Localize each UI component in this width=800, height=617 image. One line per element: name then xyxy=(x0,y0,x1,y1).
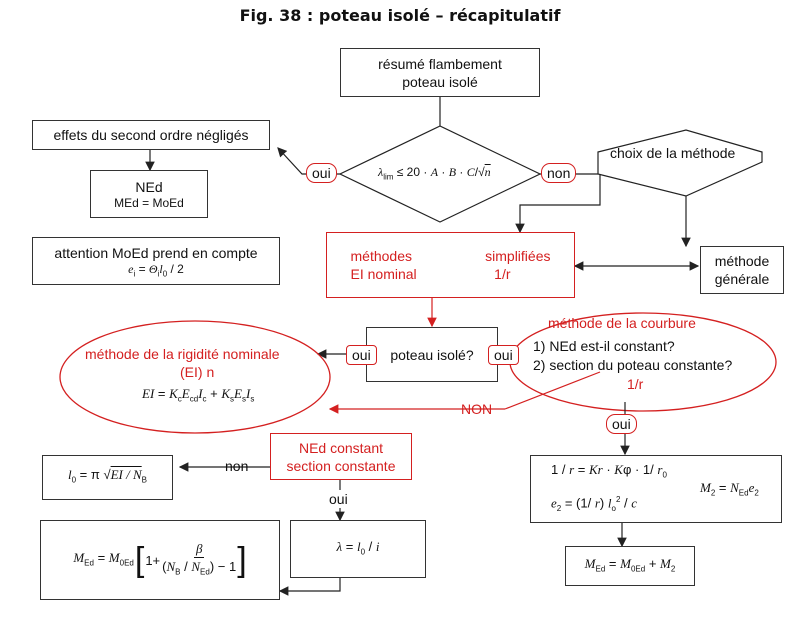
effets-text: effets du second ordre négligés xyxy=(53,127,249,143)
rigidite-formula: EI = KcEcdIc + KsEsIs xyxy=(142,386,255,404)
courbure-q2: 2) section du poteau constante? xyxy=(533,357,733,373)
ned-constant-box: NEd constant section constante xyxy=(270,433,412,480)
simplifiees-l1b: simplifiées xyxy=(485,248,551,264)
rigidite-title: méthode de la rigidité nominale xyxy=(85,346,280,362)
l0-formula: l0 = π √EI / NB xyxy=(67,467,147,485)
rigidite-ellipse xyxy=(59,320,331,434)
non2-label: non xyxy=(225,458,249,474)
resume-line2: poteau isolé xyxy=(402,73,478,90)
condition-formula: λlim ≤ 20 · A · B · C/√n xyxy=(378,165,491,182)
choix-label: choix de la méthode xyxy=(610,145,736,161)
courbure-formula2: e2 = (1/ r) lo2 / c xyxy=(551,495,638,514)
attention-formula: ei = Θil0 / 2 xyxy=(128,261,184,279)
resume-line1: résumé flambement xyxy=(378,55,502,72)
rigidite-sub: (EI) n xyxy=(180,364,215,380)
courbure-formulas-box: 1 / r = Kr · Kφ · 1/ r0 e2 = (1/ r) lo2 … xyxy=(530,455,782,523)
attention-box: attention MoEd prend en compte ei = Θil0… xyxy=(32,237,280,285)
ned-line1: NEd xyxy=(135,179,163,195)
choix-hexagon xyxy=(597,129,763,197)
med2-box: MEd = M0Ed + M2 xyxy=(565,546,695,586)
m2-formula: M2 = NEde2 xyxy=(700,480,759,498)
med1-formula: MEd = M0Ed [ 1+ β (NB / NEd) − 1 ] xyxy=(73,540,247,579)
oui-pill: oui xyxy=(306,163,337,183)
l0-box: l0 = π √EI / NB xyxy=(42,455,173,500)
courbure-title: méthode de la courbure xyxy=(548,315,696,331)
ned-line2: MEd = MoEd xyxy=(114,196,184,210)
courbure-q1: 1) NEd est-il constant? xyxy=(533,338,675,354)
ned-box: NEd MEd = MoEd xyxy=(90,170,208,218)
simplifiees-l2b: 1/r xyxy=(494,266,511,282)
resume-box: résumé flambement poteau isolé xyxy=(340,48,540,97)
lambda-box: λ = l0 / i xyxy=(290,520,426,578)
non-pill: non xyxy=(541,163,577,183)
poteau-isole-text: poteau isolé? xyxy=(390,346,474,363)
courbure-r: 1/r xyxy=(627,376,644,392)
ned-constant-line2: section constante xyxy=(286,457,396,474)
effets-box: effets du second ordre négligés xyxy=(32,120,270,150)
poteau-isole-box: poteau isolé? xyxy=(366,327,498,382)
simplifiees-l1a: méthodes xyxy=(350,248,412,264)
non-caps-label: NON xyxy=(461,401,493,417)
generale-line2: générale xyxy=(714,271,770,287)
oui3-pill: oui xyxy=(606,414,637,434)
figure-title: Fig. 38 : poteau isolé – récapitulatif xyxy=(239,6,561,25)
decision-diamond xyxy=(338,125,542,223)
med1-box: MEd = M0Ed [ 1+ β (NB / NEd) − 1 ] xyxy=(40,520,280,600)
simplifiees-l2a: EI nominal xyxy=(350,266,417,282)
ned-constant-line1: NEd constant xyxy=(298,439,384,456)
lambda-formula: λ = l0 / i xyxy=(336,538,380,557)
simplifiees-box: méthodes simplifiées EI nominal 1/r xyxy=(326,232,575,298)
attention-line1: attention MoEd prend en compte xyxy=(54,244,258,261)
oui-right-pill: oui xyxy=(488,345,519,365)
courbure-formula1: 1 / r = Kr · Kφ · 1/ r0 xyxy=(551,461,667,480)
generale-box: méthode générale xyxy=(700,246,784,294)
oui2-label: oui xyxy=(329,491,348,507)
med2-formula: MEd = M0Ed + M2 xyxy=(584,555,676,574)
oui-left-pill: oui xyxy=(346,345,377,365)
generale-line1: méthode xyxy=(714,253,770,269)
